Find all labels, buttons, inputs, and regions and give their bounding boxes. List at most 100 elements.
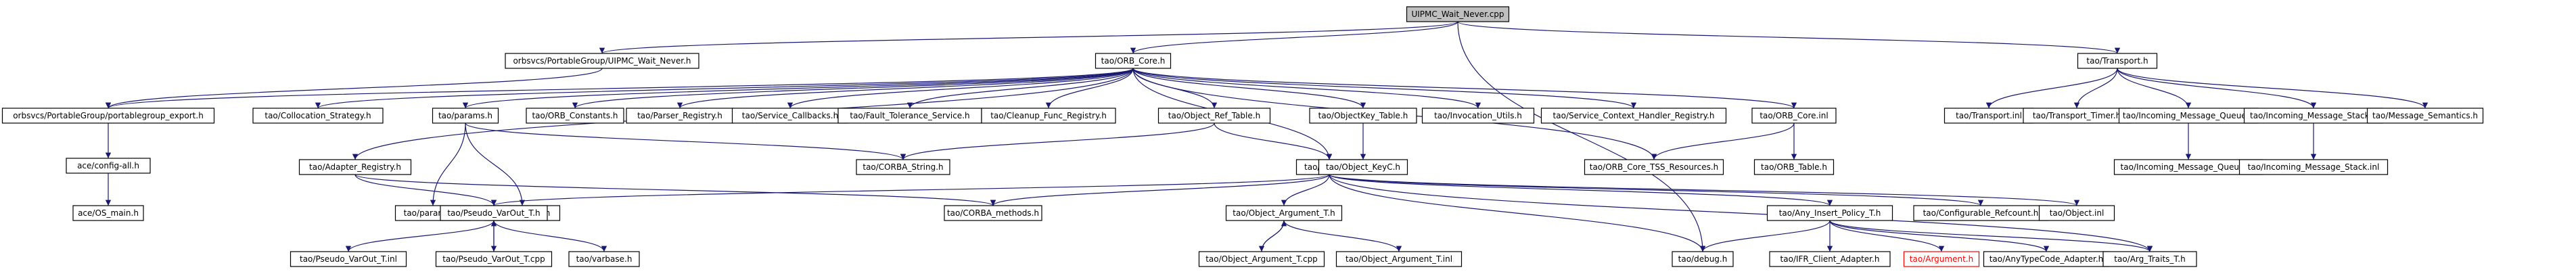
node-objkeyc[interactable]: tao/Object_KeyC.h bbox=[1318, 159, 1408, 175]
node-pseudo-varout[interactable]: tao/Pseudo_VarOut_T.h bbox=[440, 205, 548, 221]
node-box bbox=[1335, 251, 1463, 267]
node-ifr-client[interactable]: tao/IFR_Client_Adapter.h bbox=[1769, 251, 1891, 267]
node-box bbox=[435, 251, 553, 267]
node-obj-arg-t-cpp[interactable]: tao/Object_Argument_T.cpp bbox=[1198, 251, 1325, 267]
edge-transport-to-inc-msg-queue bbox=[2117, 68, 2192, 109]
node-inc-msg-queue[interactable]: tao/Incoming_Message_Queue.h bbox=[2118, 108, 2259, 124]
node-box bbox=[432, 108, 499, 124]
node-label: tao/AnyTypeCode_Adapter.h bbox=[1990, 254, 2104, 264]
node-fault-tol[interactable]: tao/Fault_Tolerance_Service.h bbox=[837, 108, 982, 124]
node-ace-config[interactable]: ace/config-all.h bbox=[66, 158, 151, 174]
node-transport-inl[interactable]: tao/Transport.inl bbox=[1944, 108, 2034, 124]
node-box bbox=[1672, 251, 1734, 267]
node-ace-os-main[interactable]: ace/OS_main.h bbox=[72, 205, 144, 221]
node-box bbox=[298, 159, 412, 175]
node-pseudo-varout-cpp[interactable]: tao/Pseudo_VarOut_T.cpp bbox=[435, 251, 553, 267]
node-label: tao/Parser_Registry.h bbox=[637, 111, 722, 120]
node-box bbox=[72, 205, 144, 221]
edge-orb-core-to-cleanup-func bbox=[1045, 68, 1134, 109]
node-pseudo-varout-inl[interactable]: tao/Pseudo_VarOut_T.inl bbox=[290, 251, 407, 267]
node-argument-h[interactable]: tao/Argument.h bbox=[1903, 251, 1980, 267]
node-adapter-reg[interactable]: tao/Adapter_Registry.h bbox=[298, 159, 412, 175]
node-collocation[interactable]: tao/Collocation_Strategy.h bbox=[252, 108, 384, 124]
node-box bbox=[1157, 108, 1271, 124]
node-label: tao/Service_Context_Handler_Registry.h bbox=[1553, 111, 1715, 120]
node-label: tao/Incoming_Message_Stack.inl bbox=[2248, 162, 2380, 172]
node-inc-msg-stack-inl[interactable]: tao/Incoming_Message_Stack.inl bbox=[2238, 159, 2389, 175]
edge-object-h-to-configurable-ref bbox=[1329, 174, 1983, 206]
node-cleanup-func[interactable]: tao/Cleanup_Func_Registry.h bbox=[981, 108, 1116, 124]
node-label: tao/Argument.h bbox=[1910, 254, 1973, 264]
edge-object-h-to-debug-h bbox=[1329, 174, 1706, 252]
node-label: orbsvcs/PortableGroup/portablegroup_expo… bbox=[13, 111, 204, 120]
node-params-h[interactable]: tao/params.h bbox=[432, 108, 499, 124]
node-any-insert[interactable]: tao/Any_Insert_Policy_T.h bbox=[1766, 205, 1893, 221]
node-label: tao/debug.h bbox=[1678, 254, 1728, 264]
node-label: tao/CORBA_String.h bbox=[862, 162, 943, 172]
node-svc-ctx-handler[interactable]: tao/Service_Context_Handler_Registry.h bbox=[1540, 108, 1727, 124]
node-box bbox=[1198, 251, 1325, 267]
node-label: tao/ORB_Table.h bbox=[1761, 162, 1827, 172]
node-label: tao/Incoming_Message_Stack.h bbox=[2250, 111, 2377, 120]
node-corba-string[interactable]: tao/CORBA_String.h bbox=[856, 159, 950, 175]
node-label: tao/Pseudo_VarOut_T.h bbox=[447, 208, 540, 218]
node-label: tao/Incoming_Message_Queue.h bbox=[2123, 111, 2254, 120]
node-label: tao/ORB_Core_TSS_Resources.h bbox=[1590, 162, 1719, 172]
node-obj-ref-table[interactable]: tao/Object_Ref_Table.h bbox=[1157, 108, 1271, 124]
node-parser-reg[interactable]: tao/Parser_Registry.h bbox=[626, 108, 734, 124]
node-box bbox=[1766, 205, 1893, 221]
edge-root-to-transport bbox=[1457, 21, 2120, 54]
node-orb-table[interactable]: tao/ORB_Table.h bbox=[1753, 159, 1835, 175]
node-root[interactable]: UIPMC_Wait_Never.cpp bbox=[1406, 6, 1510, 22]
node-corba-methods[interactable]: tao/CORBA_methods.h bbox=[944, 205, 1042, 221]
edge-obj-arg-t-cpp-to-obj-arg-t bbox=[1261, 220, 1287, 252]
node-invocation-utils[interactable]: tao/Invocation_Utils.h bbox=[1421, 108, 1535, 124]
node-arg-traits[interactable]: tao/Arg_Traits_T.h bbox=[2102, 251, 2197, 267]
node-transport[interactable]: tao/Transport.h bbox=[2077, 53, 2158, 69]
node-box bbox=[1, 108, 215, 124]
node-box bbox=[1225, 205, 1343, 221]
node-tss-res[interactable]: tao/ORB_Core_TSS_Resources.h bbox=[1584, 159, 1724, 175]
edge-params-h-to-corba-string bbox=[465, 122, 906, 160]
node-orb-constants[interactable]: tao/ORB_Constants.h bbox=[526, 108, 624, 124]
node-orb-core-inl[interactable]: tao/ORB_Core.inl bbox=[1751, 108, 1837, 124]
node-inc-msg-queue-inl[interactable]: tao/Incoming_Message_Queue.inl bbox=[2113, 159, 2263, 175]
edge-root-to-orb-core bbox=[1130, 21, 1458, 54]
node-box bbox=[1903, 251, 1980, 267]
node-varbase[interactable]: tao/varbase.h bbox=[568, 251, 640, 267]
node-debug-h[interactable]: tao/debug.h bbox=[1672, 251, 1734, 267]
node-msg-semantics[interactable]: tao/Message_Semantics.h bbox=[2366, 108, 2484, 124]
edge-pseudo-varout-to-varbase bbox=[493, 220, 607, 252]
node-inc-msg-stack[interactable]: tao/Incoming_Message_Stack.h bbox=[2243, 108, 2384, 124]
node-label: tao/Cleanup_Func_Registry.h bbox=[990, 111, 1107, 120]
node-label: orbsvcs/PortableGroup/UIPMC_Wait_Never.h bbox=[513, 56, 691, 66]
node-anytypecode[interactable]: tao/AnyTypeCode_Adapter.h bbox=[1983, 251, 2110, 267]
node-box bbox=[290, 251, 407, 267]
edge-transport-to-transport-timer bbox=[2073, 68, 2118, 109]
node-transport-timer[interactable]: tao/Transport_Timer.h bbox=[2023, 108, 2131, 124]
edge-obj-ref-table-to-corba-string bbox=[900, 122, 1215, 160]
node-label: tao/Object_KeyC.h bbox=[1326, 162, 1400, 172]
node-label: tao/ORB_Constants.h bbox=[532, 111, 618, 120]
node-configurable-ref[interactable]: tao/Configurable_Refcount.h bbox=[1913, 205, 2048, 221]
edge-any-insert-to-debug-h bbox=[1699, 220, 1831, 252]
node-label: tao/Fault_Tolerance_Service.h bbox=[850, 111, 969, 120]
node-obj-arg-t[interactable]: tao/Object_Argument_T.h bbox=[1225, 205, 1343, 221]
node-orb-core[interactable]: tao/ORB_Core.h bbox=[1095, 53, 1172, 69]
node-box bbox=[2077, 53, 2158, 69]
node-objkey-table[interactable]: tao/ObjectKey_Table.h bbox=[1309, 108, 1417, 124]
node-obj-arg-t-inl[interactable]: tao/Object_Argument_T.inl bbox=[1335, 251, 1463, 267]
node-box bbox=[1584, 159, 1724, 175]
node-box bbox=[2102, 251, 2197, 267]
edge-orb-core-to-parser-reg bbox=[676, 68, 1134, 109]
node-label: tao/Object.inl bbox=[2050, 208, 2104, 218]
node-box bbox=[1309, 108, 1417, 124]
node-label: tao/params.h bbox=[438, 111, 492, 120]
node-object-inl[interactable]: tao/Object.inl bbox=[2038, 205, 2115, 221]
node-label: tao/Collocation_Strategy.h bbox=[264, 111, 371, 120]
node-pg-export[interactable]: orbsvcs/PortableGroup/portablegroup_expo… bbox=[1, 108, 215, 124]
edge-any-insert-to-anytypecode bbox=[1829, 220, 2050, 252]
node-svc-callbacks[interactable]: tao/Service_Callbacks.h bbox=[731, 108, 849, 124]
node-pg-wn[interactable]: orbsvcs/PortableGroup/UIPMC_Wait_Never.h bbox=[505, 53, 699, 69]
